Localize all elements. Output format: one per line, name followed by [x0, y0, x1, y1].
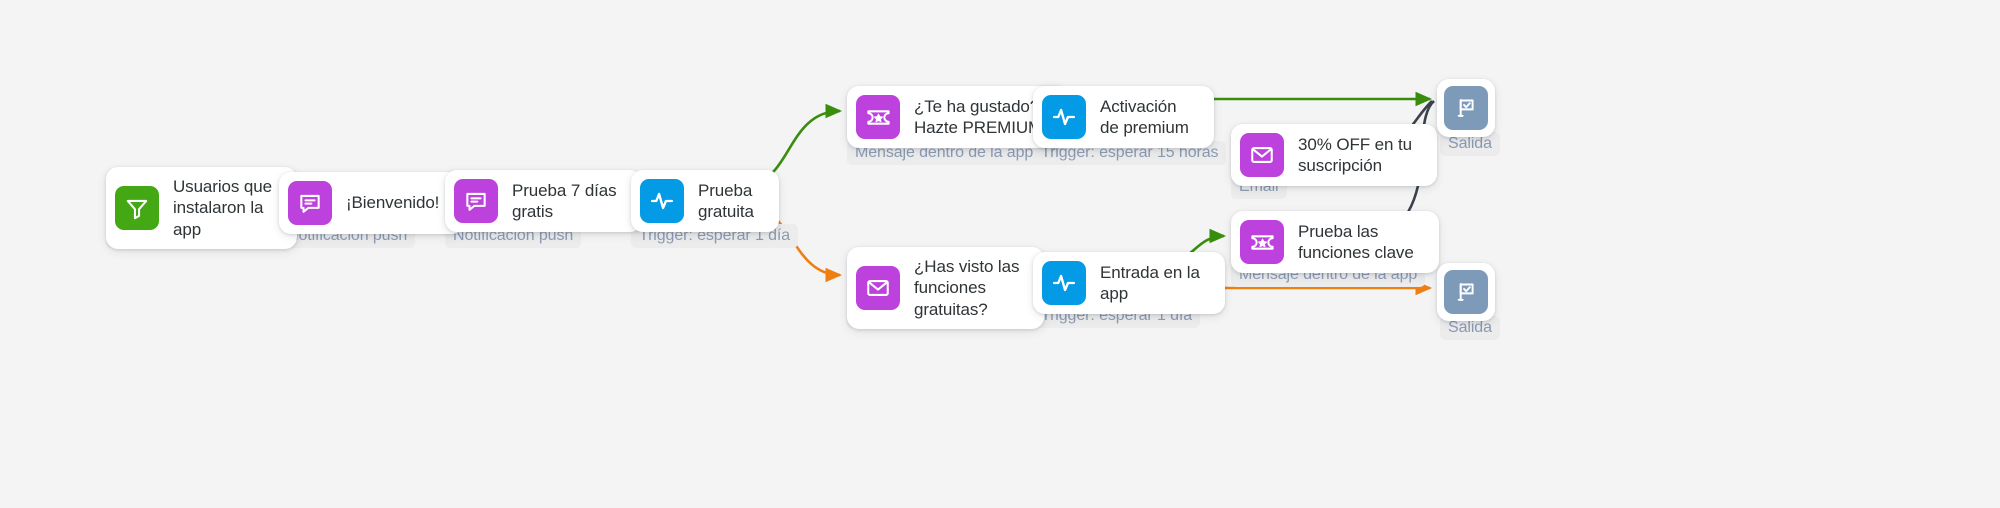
node-activacion-premium[interactable]: Activación de premium [1033, 86, 1214, 148]
funnel-icon [115, 186, 159, 231]
node-prueba-gratuita[interactable]: Prueba gratuita [631, 170, 779, 232]
pulse-icon [1042, 261, 1086, 305]
node-descuento-email-label: 30% OFF en tu suscripción [1298, 134, 1412, 175]
envelope-icon [856, 266, 900, 311]
node-funciones-clave[interactable]: Prueba las funciones clave [1231, 211, 1439, 273]
node-entrada-app-label: Entrada en la app [1100, 262, 1200, 303]
exit-flag-icon [1444, 270, 1488, 314]
node-prueba-gratuita-label: Prueba gratuita [698, 180, 754, 221]
node-segmento-label: Usuarios que instalaron la app [173, 177, 272, 239]
node-prueba-7-dias-label: Prueba 7 días gratis [512, 180, 617, 221]
chat-message-icon [454, 179, 498, 223]
node-salida-top[interactable] [1437, 79, 1495, 137]
pulse-icon [1042, 95, 1086, 139]
node-segmento[interactable]: Usuarios que instalaron la app [106, 167, 297, 250]
node-entrada-app[interactable]: Entrada en la app [1033, 252, 1225, 314]
chat-message-icon [288, 181, 332, 225]
node-funciones-clave-label: Prueba las funciones clave [1298, 221, 1414, 262]
node-salida-bottom[interactable] [1437, 263, 1495, 321]
exit-flag-icon [1444, 86, 1488, 130]
node-bienvenido[interactable]: ¡Bienvenido! [279, 172, 465, 234]
ticket-star-icon [1240, 220, 1284, 264]
envelope-icon [1240, 133, 1284, 177]
node-activacion-premium-label: Activación de premium [1100, 96, 1189, 137]
pulse-icon [640, 179, 684, 223]
node-prueba-7-dias[interactable]: Prueba 7 días gratis [445, 170, 642, 232]
node-te-ha-gustado[interactable]: ¿Te ha gustado? Hazte PREMIUM [847, 86, 1068, 148]
node-has-visto-funciones-label: ¿Has visto las funciones gratuitas? [914, 257, 1020, 319]
node-has-visto-funciones[interactable]: ¿Has visto las funciones gratuitas? [847, 247, 1045, 330]
ticket-star-icon [856, 95, 900, 139]
node-bienvenido-label: ¡Bienvenido! [346, 193, 440, 213]
node-descuento-email[interactable]: 30% OFF en tu suscripción [1231, 124, 1437, 186]
